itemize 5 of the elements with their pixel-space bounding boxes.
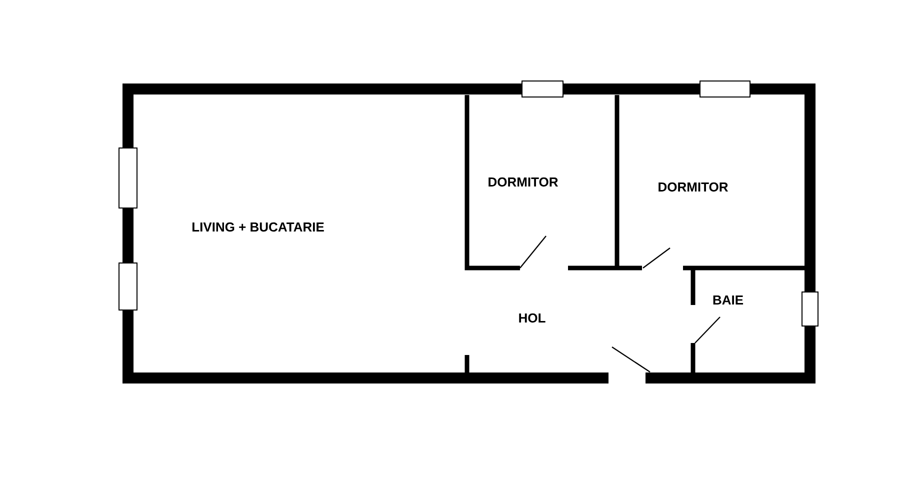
room-label: LIVING + BUCATARIE <box>192 222 324 232</box>
room-label: BAIE <box>713 296 744 304</box>
room-label: DORMITOR <box>658 182 728 192</box>
room-label: HOL <box>519 313 546 323</box>
room-label: DORMITOR <box>488 177 558 187</box>
